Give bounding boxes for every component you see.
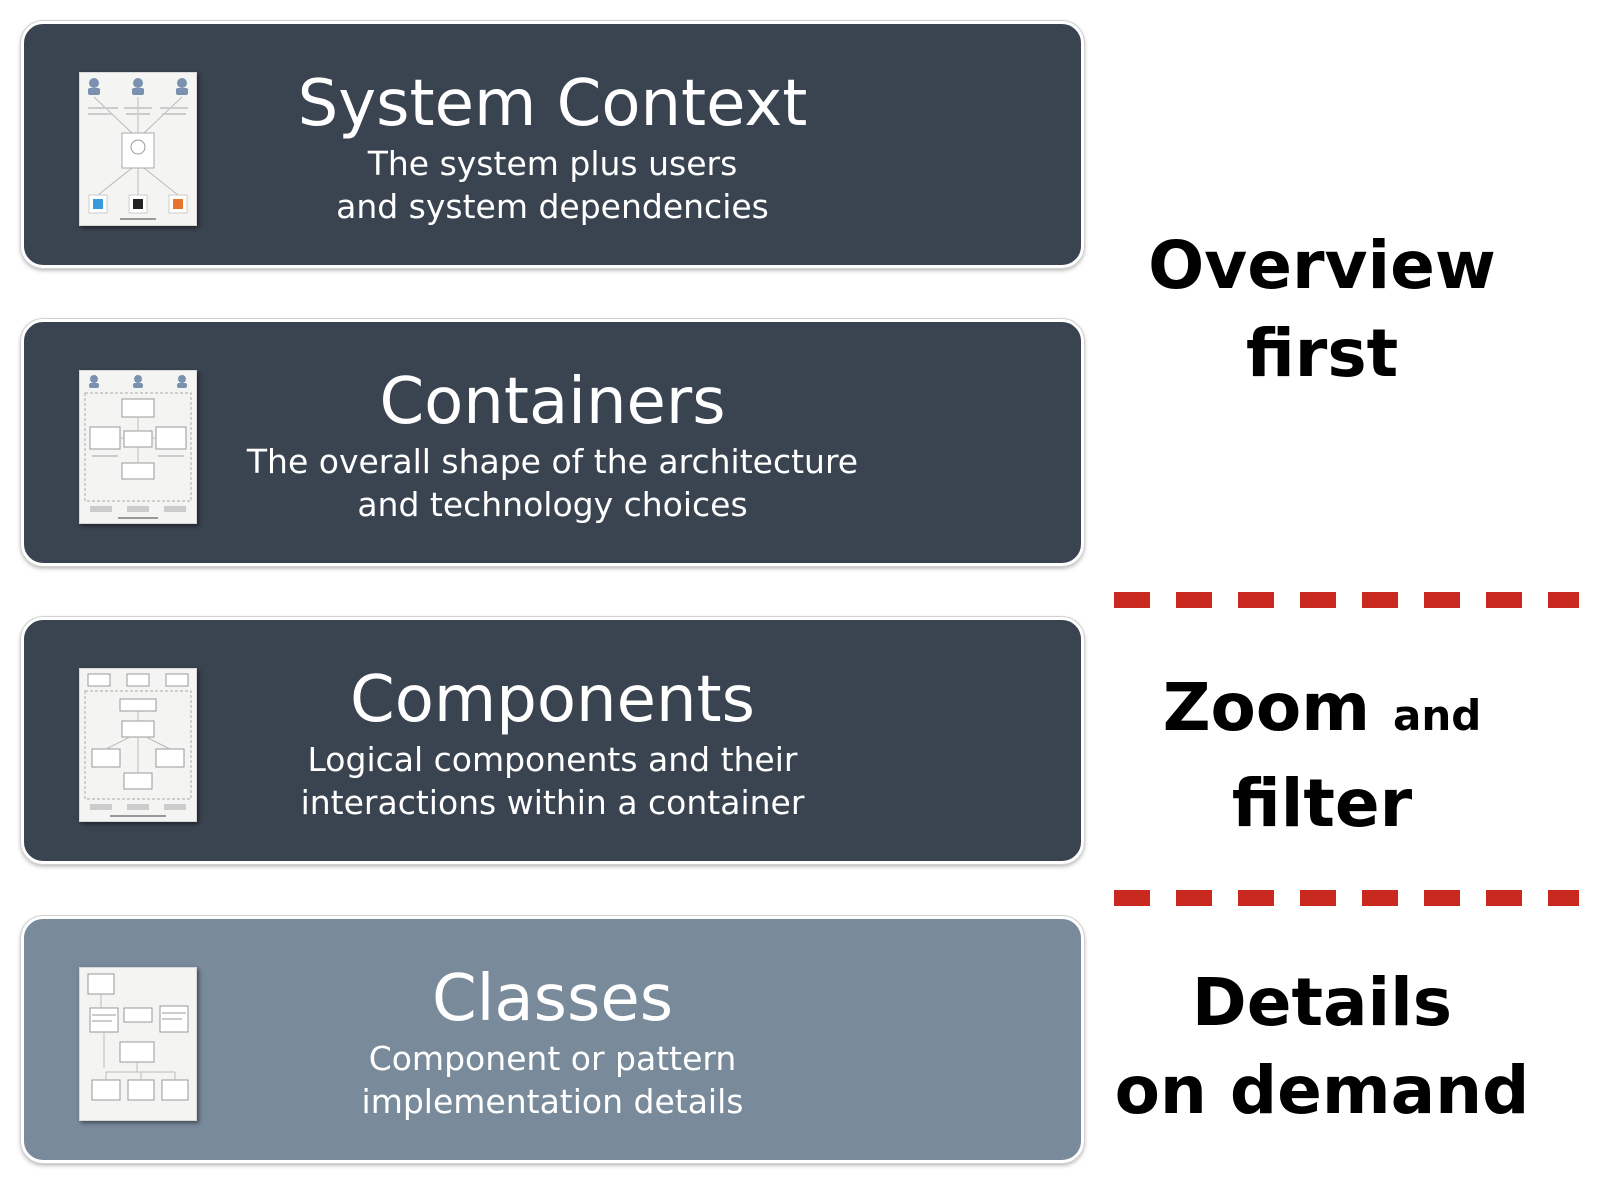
details-on-demand-label: Details on demand (1072, 959, 1572, 1135)
description-line: The overall shape of the architecture (246, 442, 859, 481)
level-containers: Containers The overall shape of the arch… (21, 319, 1084, 566)
description-line: Logical components and their (307, 740, 798, 779)
level-system-context: System Context The system plus users and… (21, 21, 1084, 268)
label-word: Zoom (1162, 669, 1371, 746)
label-line: Details (1191, 964, 1453, 1041)
divider-dashed-line (1114, 890, 1579, 906)
label-line: Overview (1148, 227, 1496, 304)
level-title: System Context (297, 67, 808, 141)
level-text: Containers The overall shape of the arch… (204, 322, 901, 563)
label-small-word: and (1393, 691, 1482, 740)
label-line: first (1245, 315, 1399, 392)
description-line: and system dependencies (336, 187, 769, 226)
level-title: Containers (379, 365, 726, 439)
level-title: Classes (431, 962, 674, 1036)
level-description: Logical components and their interaction… (204, 738, 901, 824)
system-context-diagram-thumbnail (79, 72, 197, 226)
description-line: and technology choices (357, 485, 748, 524)
level-description: The overall shape of the architecture an… (204, 440, 901, 526)
classes-diagram-thumbnail (79, 967, 197, 1121)
label-line: filter (1231, 765, 1413, 842)
divider-dashed-line (1114, 592, 1579, 608)
components-diagram-thumbnail (79, 668, 197, 822)
description-line: interactions within a container (300, 783, 805, 822)
description-line: implementation details (361, 1082, 744, 1121)
level-text: System Context The system plus users and… (204, 24, 901, 265)
zoom-and-filter-label: Zoom and filter (1072, 664, 1572, 848)
level-text: Components Logical components and their … (204, 620, 901, 861)
level-text: Classes Component or pattern implementat… (204, 919, 901, 1160)
level-components: Components Logical components and their … (21, 617, 1084, 864)
containers-diagram-thumbnail (79, 370, 197, 524)
level-title: Components (350, 663, 755, 737)
level-description: The system plus users and system depende… (204, 142, 901, 228)
description-line: Component or pattern (368, 1039, 737, 1078)
label-line: on demand (1114, 1052, 1530, 1129)
level-description: Component or pattern implementation deta… (204, 1037, 901, 1123)
level-classes: Classes Component or pattern implementat… (21, 916, 1084, 1163)
overview-first-label: Overview first (1072, 222, 1572, 398)
description-line: The system plus users (367, 144, 738, 183)
label-line: Zoom and (1072, 664, 1572, 760)
